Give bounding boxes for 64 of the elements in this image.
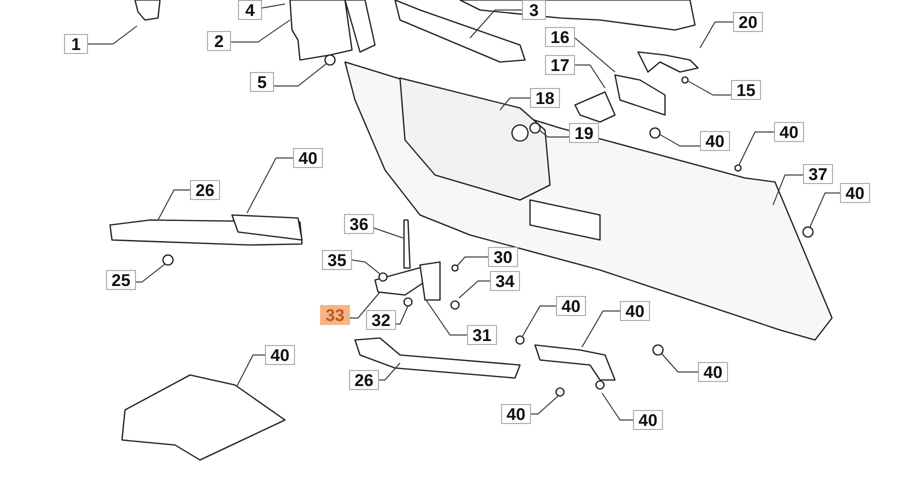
leader-line xyxy=(522,306,556,338)
leader-line xyxy=(236,354,266,386)
callout-number: 15 xyxy=(731,80,761,100)
leader-line xyxy=(602,392,634,420)
leader-line xyxy=(230,20,290,42)
leader-line xyxy=(262,4,286,8)
callout-number: 30 xyxy=(488,247,518,267)
leader-line xyxy=(374,228,404,238)
callout-number: 18 xyxy=(530,88,560,108)
leader-line xyxy=(274,64,326,86)
callout-number: 40 xyxy=(265,345,295,365)
callout-number: 40 xyxy=(698,362,728,382)
callout-number: 2 xyxy=(207,31,231,51)
leader-line xyxy=(246,158,294,214)
leader-line xyxy=(658,134,700,146)
leader-line xyxy=(500,98,530,110)
leader-line xyxy=(530,396,558,414)
callout-number: 1 xyxy=(64,34,88,54)
callout-number: 40 xyxy=(633,410,663,430)
callout-number: 31 xyxy=(467,325,497,345)
callout-number: 33 xyxy=(320,305,350,325)
callout-number: 40 xyxy=(774,122,804,142)
leader-line xyxy=(738,132,774,166)
leader-line xyxy=(700,22,734,48)
callout-number: 20 xyxy=(733,12,763,32)
callout-number: 40 xyxy=(501,404,531,424)
callout-number: 37 xyxy=(803,164,833,184)
callout-number: 26 xyxy=(349,370,379,390)
callout-number: 40 xyxy=(293,148,323,168)
callout-number: 40 xyxy=(700,131,730,151)
leader-line xyxy=(136,264,166,282)
leader-line xyxy=(396,306,408,324)
leader-line xyxy=(810,192,840,228)
leader-line xyxy=(582,310,620,348)
callout-number: 32 xyxy=(366,310,396,330)
leader-line xyxy=(378,362,400,380)
leader-line xyxy=(350,292,380,318)
leader-line xyxy=(158,190,190,220)
leader-line xyxy=(688,80,732,96)
callout-number: 36 xyxy=(344,214,374,234)
callout-number: 40 xyxy=(840,183,870,203)
leader-line xyxy=(456,256,488,266)
callout-number: 3 xyxy=(522,0,546,20)
leader-line xyxy=(574,64,606,88)
callout-number: 16 xyxy=(545,27,575,47)
leader-line xyxy=(426,300,468,336)
leader-line xyxy=(352,260,380,274)
leader-line xyxy=(772,174,804,206)
callout-number: 4 xyxy=(238,0,262,20)
callout-number: 34 xyxy=(490,271,520,291)
callout-number: 25 xyxy=(106,270,136,290)
callout-number: 17 xyxy=(545,55,575,75)
leader-line xyxy=(662,354,698,372)
callout-number: 26 xyxy=(190,180,220,200)
callout-number: 35 xyxy=(322,250,352,270)
leader-line xyxy=(458,280,490,298)
leader-line xyxy=(574,38,616,72)
callout-number: 5 xyxy=(250,72,274,92)
callout-number: 40 xyxy=(556,296,586,316)
callout-number: 19 xyxy=(569,123,599,143)
leader-line xyxy=(88,26,138,44)
leader-line xyxy=(470,10,522,38)
leader-line xyxy=(538,130,570,138)
callout-number: 40 xyxy=(620,301,650,321)
